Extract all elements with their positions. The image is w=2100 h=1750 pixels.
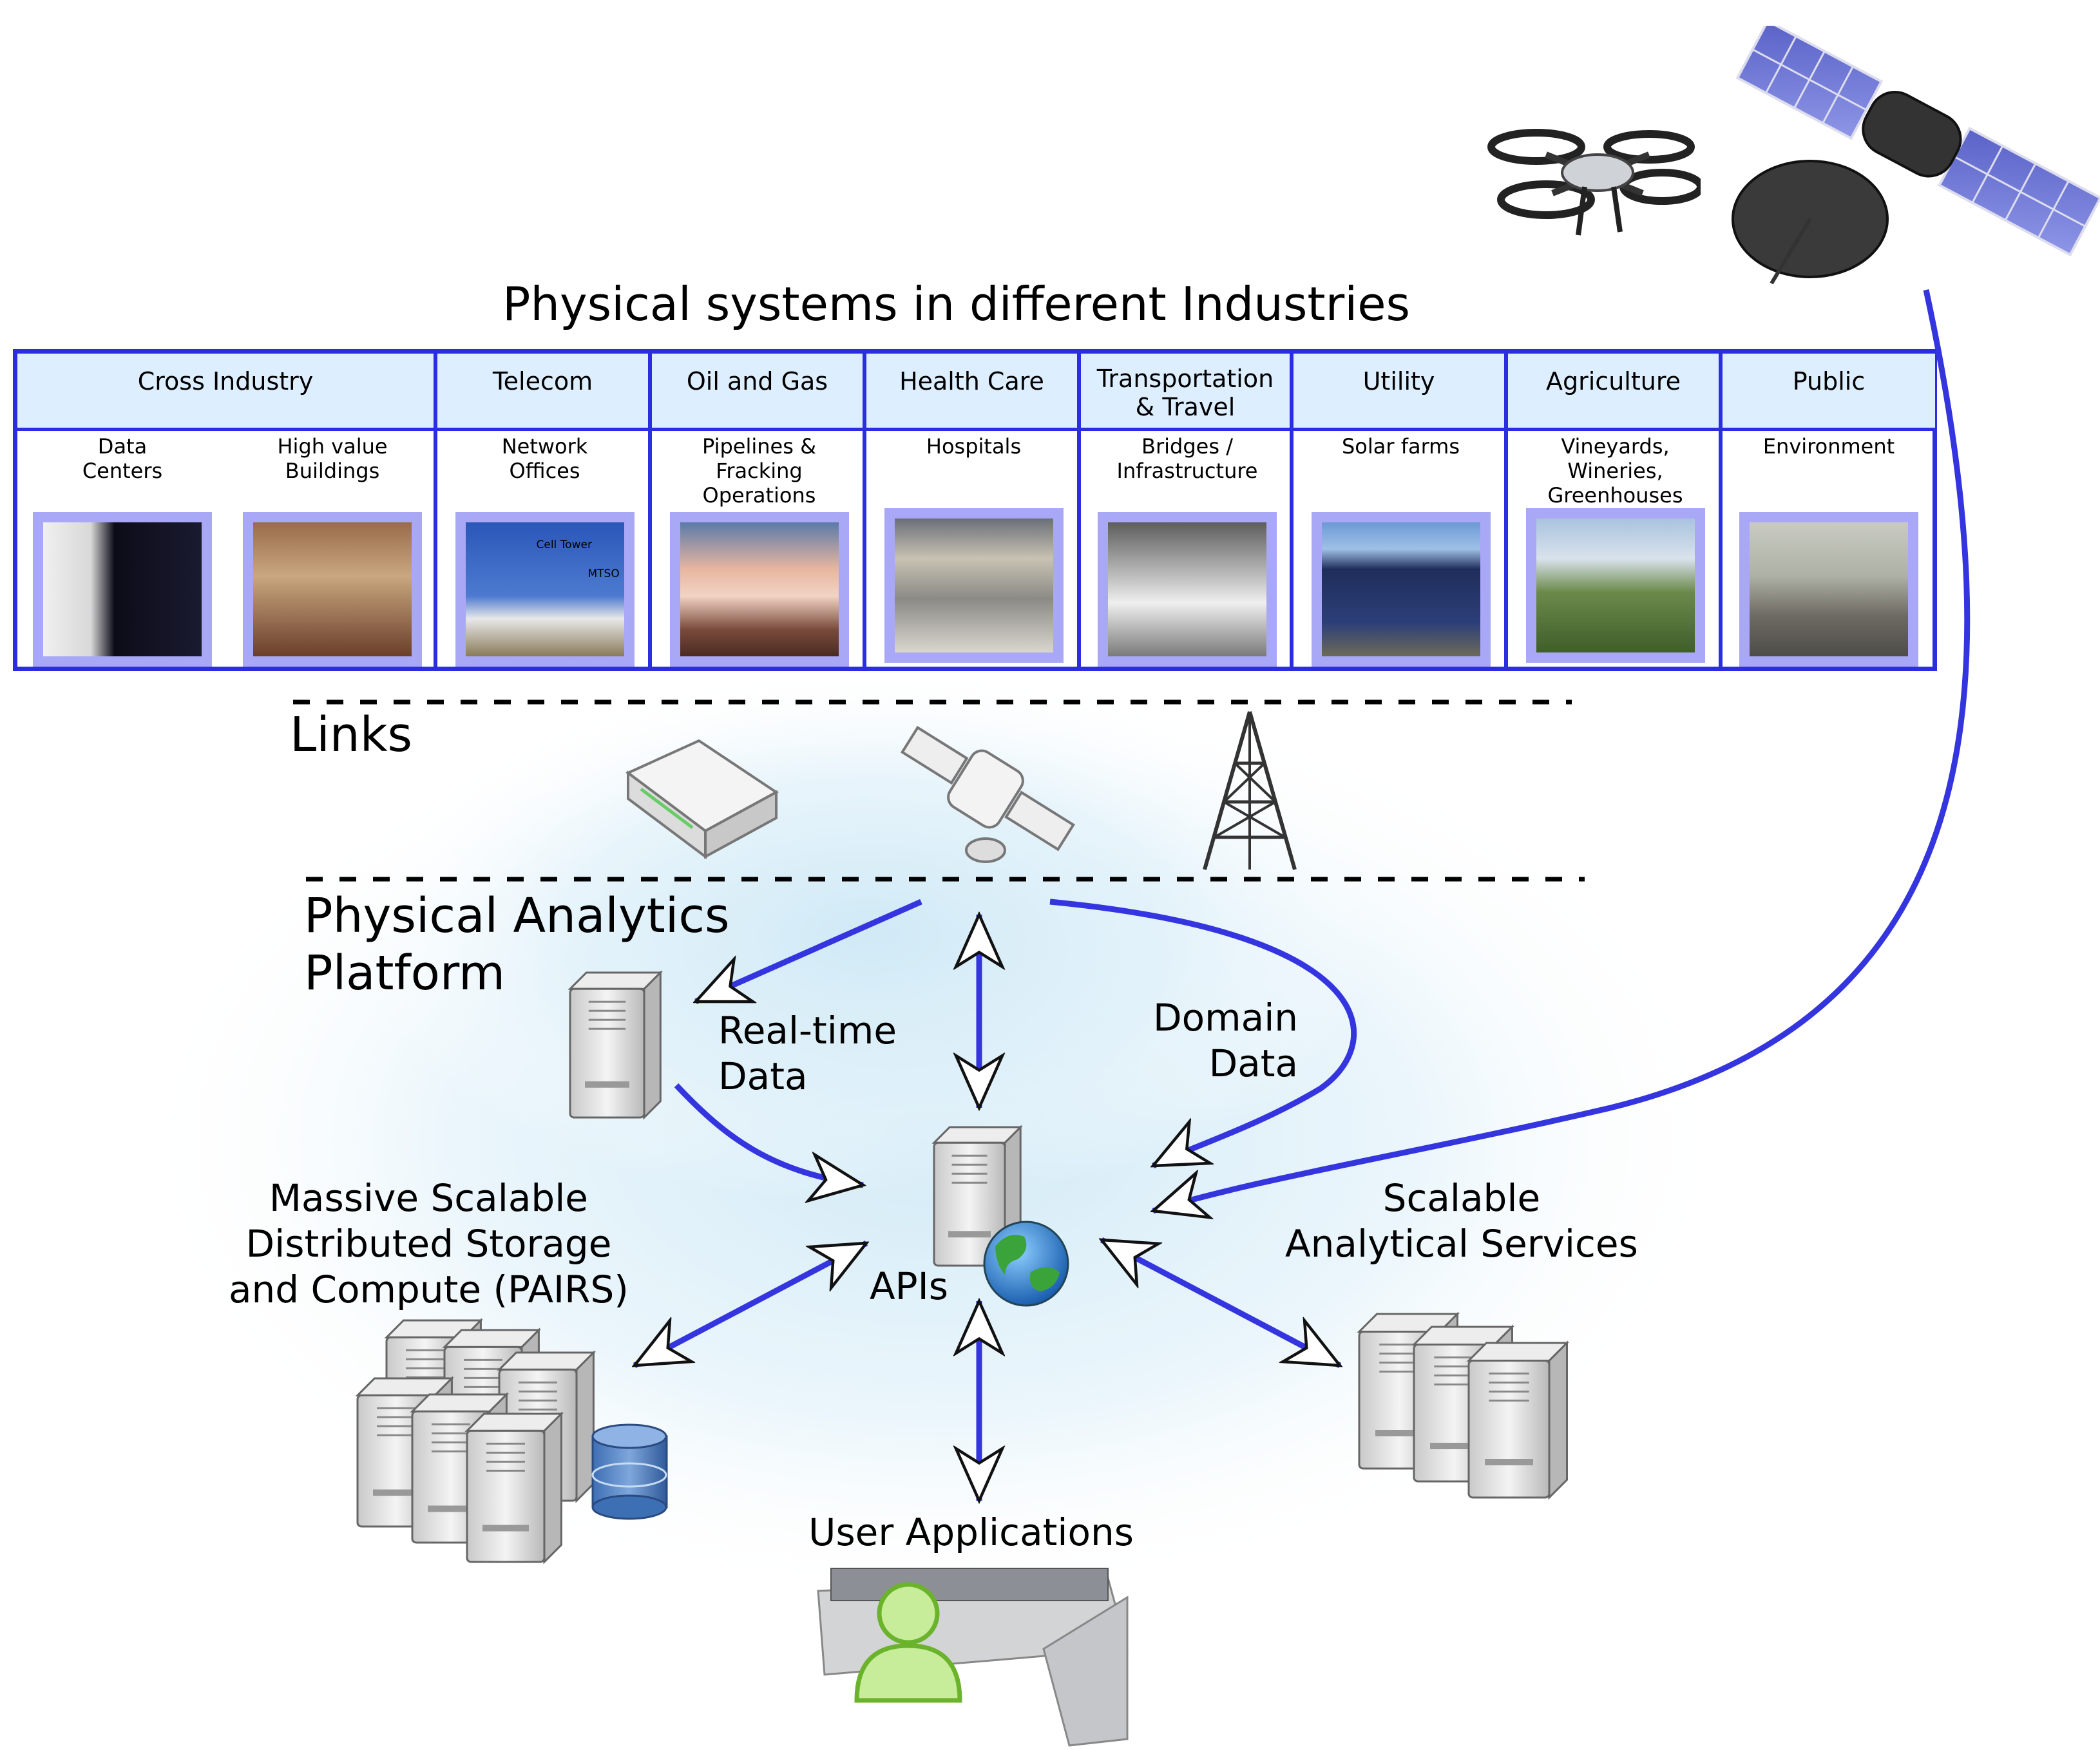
- server-icon: [568, 970, 663, 1120]
- industry-subcategory: Vineyards, Wineries, Greenhouses: [1547, 434, 1683, 508]
- industry-subcategory: Environment: [1762, 434, 1895, 459]
- server-icon: [464, 1411, 564, 1565]
- realtime-arrow: [696, 899, 922, 1005]
- industry-photo: [884, 508, 1064, 663]
- domain-label: Domain Data: [1153, 996, 1299, 1086]
- industry-photo: [243, 512, 422, 667]
- industry-header: Cross Industry: [17, 354, 434, 431]
- industry-photo: [1525, 508, 1705, 663]
- satellite-icon: [1732, 26, 2100, 285]
- storage-label: Massive Scalable Distributed Storage and…: [229, 1176, 629, 1311]
- industry-subcategory: Pipelines & Fracking Operations: [702, 434, 817, 508]
- domain-arrow: [1049, 899, 1357, 1169]
- industry-photo: [1739, 512, 1918, 667]
- globe-icon: [983, 1221, 1069, 1307]
- industry-subcategory: High value Buildings: [277, 434, 388, 483]
- industry-photo: [1311, 512, 1491, 667]
- industry-subcategory: Solar farms: [1341, 434, 1460, 459]
- industry-subcategory: Data Centers: [82, 434, 163, 483]
- industry-header: Telecom: [437, 354, 648, 431]
- industry-header: Utility: [1293, 354, 1504, 431]
- user-apps-label: User Applications: [808, 1510, 1134, 1554]
- database-icon: [591, 1423, 668, 1520]
- realtime-label: Real-time Data: [718, 1009, 897, 1099]
- storage-apis-arrow: [635, 1241, 866, 1368]
- industry-name: Oil and Gas: [686, 367, 828, 395]
- drone-icon: [1487, 129, 1701, 236]
- industry-photo: [669, 512, 849, 667]
- industry-photo: [33, 512, 212, 667]
- industry-name: Transportation & Travel: [1096, 365, 1274, 421]
- industry-subcategory: Network Offices: [501, 434, 588, 483]
- radio-tower-icon: [1203, 711, 1297, 870]
- cell-tower-label: Cell Tower: [536, 538, 592, 551]
- router-icon: [625, 739, 779, 859]
- industry-subcategory: Bridges / Infrastructure: [1116, 434, 1258, 483]
- industry-photo: [1098, 512, 1277, 667]
- diagram-title: Physical systems in different Industries: [502, 277, 1411, 331]
- industry-header: Agriculture: [1508, 354, 1719, 431]
- satellite-to-apis-arrow: [1153, 289, 1971, 1211]
- industry-name: Agriculture: [1546, 367, 1681, 395]
- industry-name: Telecom: [492, 367, 593, 395]
- industry-header: Health Care: [866, 354, 1077, 431]
- industry-header: Public: [1723, 354, 1935, 431]
- industry-header: Oil and Gas: [652, 354, 863, 431]
- user-icon: [854, 1582, 962, 1703]
- industry-subcategory: Hospitals: [926, 434, 1022, 459]
- links-label: Links: [290, 707, 413, 763]
- server-to-apis-arrow: [674, 1083, 863, 1185]
- apis-label: APIs: [870, 1264, 948, 1308]
- services-apis-arrow: [1102, 1237, 1340, 1368]
- mtso-label: MTSO: [587, 567, 620, 580]
- industry-name: Public: [1792, 367, 1866, 395]
- server-icon: [1466, 1340, 1570, 1500]
- industry-name: Cross Industry: [137, 367, 314, 395]
- industry-header: Transportation & Travel: [1081, 354, 1290, 431]
- comm-satellite-icon: [900, 725, 1075, 863]
- industry-name: Health Care: [899, 367, 1044, 395]
- industry-name: Utility: [1362, 367, 1435, 395]
- platform-label: Physical Analytics Platform: [304, 888, 730, 1001]
